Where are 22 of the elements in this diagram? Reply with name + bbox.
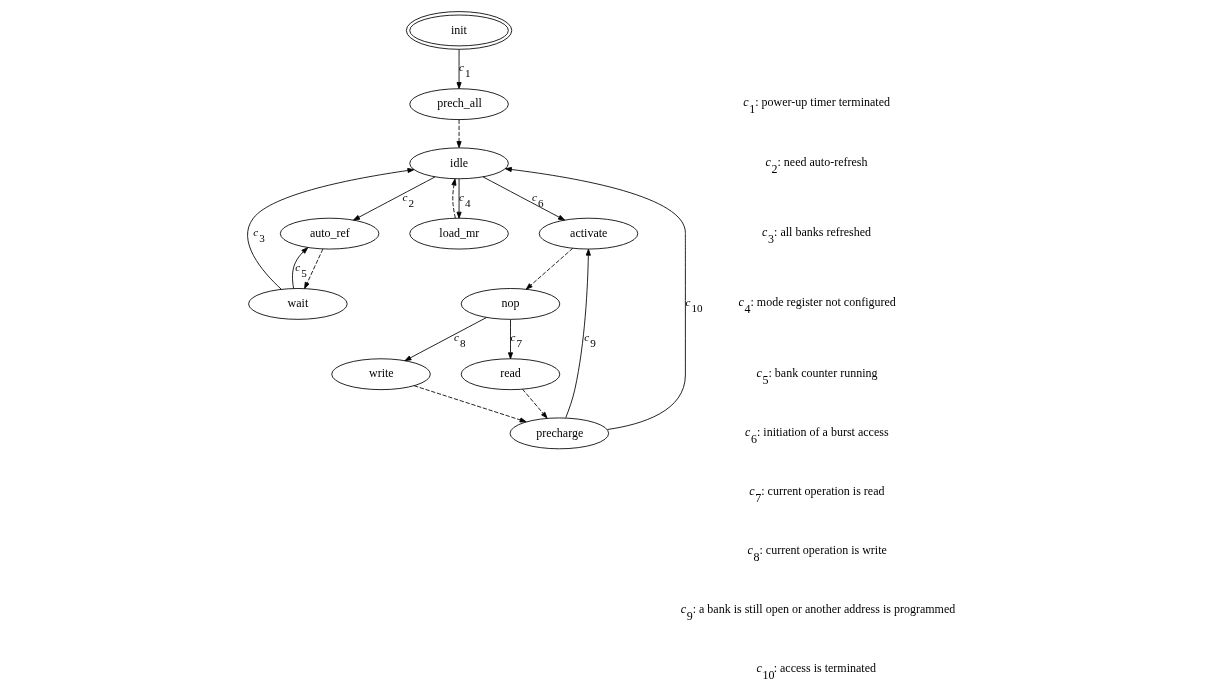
- arrow: [413, 385, 527, 423]
- arrow: [456, 119, 462, 148]
- arrow: [565, 248, 591, 419]
- arrow: [456, 49, 462, 89]
- arrow: [522, 388, 548, 419]
- arrow: [247, 167, 415, 290]
- node-ellipse: nop: [460, 288, 561, 320]
- node-ellipse: prech_all: [409, 88, 509, 121]
- node-ellipse: write: [331, 358, 431, 391]
- arrow: [525, 247, 574, 290]
- node-ellipse: read: [460, 358, 561, 391]
- arrow: [507, 319, 514, 360]
- arrow: [451, 178, 457, 219]
- node-ellipse: load_mr: [409, 217, 509, 250]
- arrow: [504, 166, 686, 430]
- arrow: [456, 178, 462, 219]
- arrow: [353, 176, 436, 221]
- arrow: [304, 248, 324, 289]
- arrow: [292, 247, 309, 289]
- node-ellipse: wait: [248, 288, 348, 320]
- arrow: [482, 176, 565, 221]
- arrow: [404, 317, 487, 362]
